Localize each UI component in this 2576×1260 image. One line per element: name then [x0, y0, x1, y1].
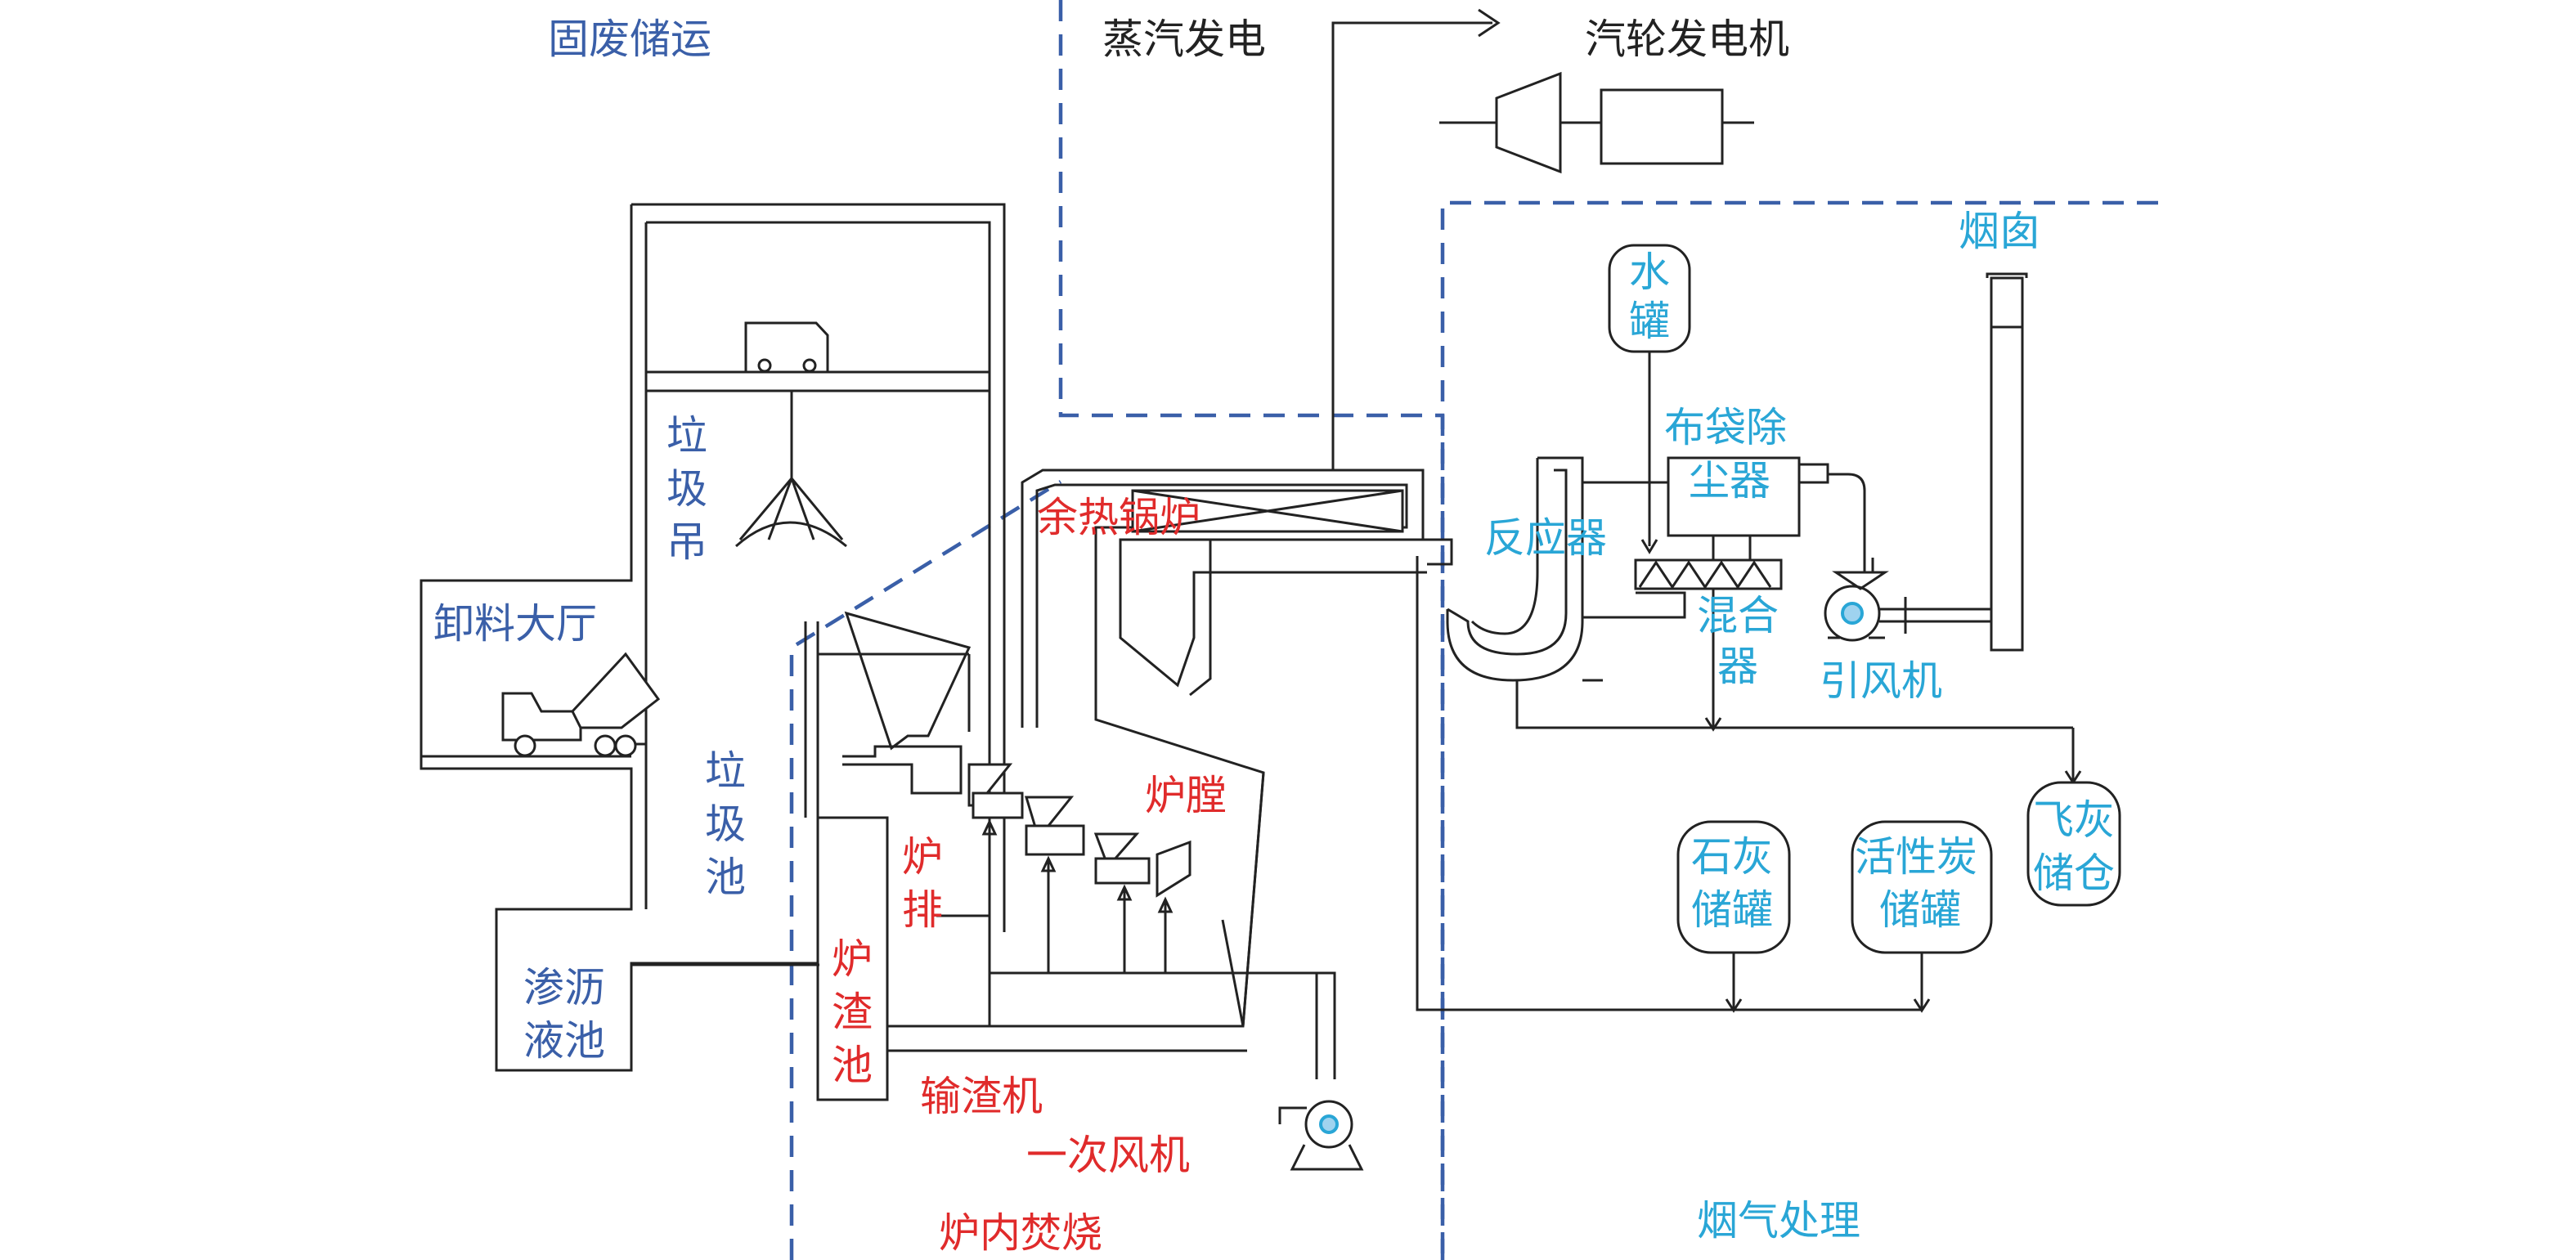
induced-fan-chimney — [1824, 272, 2028, 652]
boundary-steam — [1058, 0, 1445, 1260]
label-crane-1: 垃 — [666, 412, 707, 460]
label-bag-filter-2: 尘器 — [1689, 457, 1770, 504]
label-water-tank-1: 水 — [1629, 249, 1670, 296]
section-boundaries — [789, 0, 2159, 1260]
label-slag-pool-3: 池 — [832, 1042, 873, 1089]
label-carbon-tank-2: 储罐 — [1879, 886, 1961, 934]
label-slag-conveyor: 输渣机 — [920, 1073, 1043, 1120]
boundary-fluegas — [1440, 200, 2159, 1260]
turbine-generator — [1439, 71, 1754, 174]
label-leachate-1: 渗沥 — [523, 964, 605, 1011]
boiler-furnace — [936, 8, 1501, 1028]
crane-grab — [735, 321, 847, 548]
label-chimney: 烟囱 — [1959, 208, 2040, 255]
label-mixer-2: 器 — [1717, 643, 1758, 690]
label-unloading-hall: 卸料大厅 — [433, 600, 597, 648]
label-fly-ash-1: 飞灰 — [2033, 796, 2115, 844]
fly-ash-bin — [2026, 728, 2121, 907]
label-pit-1: 垃 — [705, 747, 746, 795]
label-reactor: 反应器 — [1484, 514, 1607, 562]
label-induced-fan: 引风机 — [1820, 657, 1942, 705]
label-pit-3: 池 — [705, 854, 746, 901]
dump-truck — [501, 652, 661, 757]
sorbent-tanks — [1416, 556, 1993, 1013]
label-slag-pool-1: 炉 — [832, 935, 873, 983]
grate-steps — [842, 745, 1336, 1079]
label-bag-filter-1: 布袋除 — [1664, 404, 1787, 451]
label-lime-tank-1: 石灰 — [1691, 833, 1773, 881]
section-label-solid-waste: 固废储运 — [548, 16, 711, 63]
label-leachate-2: 液池 — [523, 1017, 605, 1065]
water-tank — [1608, 244, 1691, 554]
label-primary-fan: 一次风机 — [1026, 1132, 1190, 1179]
label-pit-2: 圾 — [705, 800, 746, 848]
label-grate-1: 炉 — [902, 833, 943, 881]
reactor — [1446, 456, 2073, 729]
section-label-flue-gas: 烟气处理 — [1697, 1197, 1860, 1244]
primary-fan — [1278, 973, 1364, 1171]
section-label-furnace: 炉内焚烧 — [939, 1209, 1102, 1257]
feed-hopper — [804, 611, 972, 818]
label-furnace-chamber: 炉膛 — [1145, 772, 1227, 819]
slag-pool — [816, 816, 1247, 1101]
label-slag-pool-2: 渣 — [832, 989, 873, 1036]
label-water-tank-2: 罐 — [1629, 298, 1670, 345]
label-crane-3: 吊 — [666, 518, 707, 566]
label-boiler: 余热锅炉 — [1037, 494, 1200, 541]
label-mixer-1: 混合 — [1697, 592, 1779, 639]
section-label-steam-power: 蒸汽发电 — [1102, 16, 1266, 63]
label-crane-2: 圾 — [666, 465, 707, 513]
label-fly-ash-2: 储仓 — [2033, 850, 2115, 897]
mixer — [1634, 558, 1783, 732]
label-lime-tank-2: 储罐 — [1691, 886, 1773, 934]
label-turbine: 汽轮发电机 — [1585, 16, 1789, 63]
label-grate-2: 排 — [902, 886, 943, 934]
label-carbon-tank-1: 活性炭 — [1855, 833, 1977, 881]
